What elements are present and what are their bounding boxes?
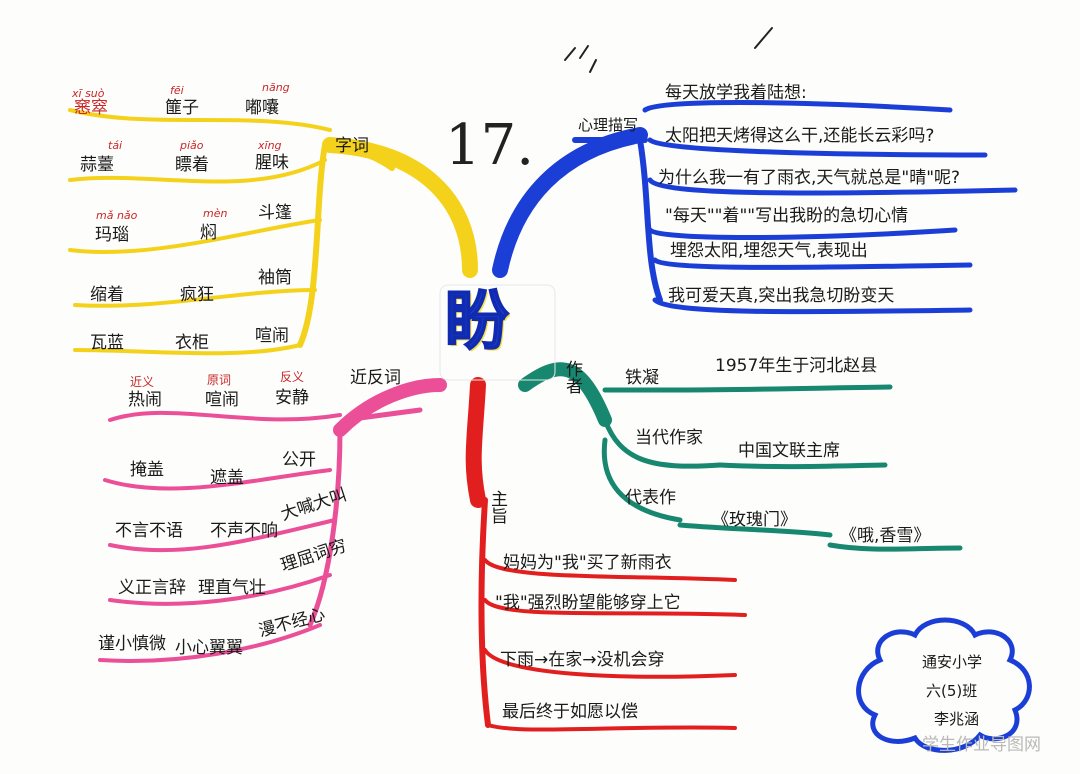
author-role: 中国文联主席 [738,441,840,461]
zici-pinyin: nāng [262,81,290,94]
zici-word: 缩着 [90,285,124,305]
author-name: 铁凝 [625,368,659,388]
zici-word: 焖 [200,223,217,243]
signature-school: 通安小学 [922,653,983,671]
jinfan-header: 近义 [130,375,155,389]
zhuzhi-line: 妈妈为"我"买了新雨衣 [503,553,672,573]
zici-pinyin: xī suò [72,87,105,100]
jinfan-word: 掩盖 [130,460,164,480]
jinfan-word: 不言不语 [115,521,183,541]
zici-word: 瞟着 [175,155,209,175]
zici-word: 篚子 [165,98,199,118]
xinli-line: 太阳把天烤得这么干,还能长云彩吗? [665,126,935,146]
zhuzhi-line: 最后终于如愿以偿 [502,702,638,722]
branch-yellow [68,108,478,356]
zici-word: 玛瑙 [95,225,129,245]
jinfan-word: 安静 [275,388,309,408]
zhuzhi-line: 下雨→在家→没机会穿 [500,650,665,670]
jinfan-label: 近反词 [350,368,401,388]
signature-cloud [856,617,1032,753]
decor-ticks [564,27,773,73]
zici-pinyin: tái [108,139,123,152]
zici-word: 喧闹 [255,326,289,346]
zici-pinyin: fēi [170,84,184,97]
jinfan-word: 喧闹 [205,390,239,410]
jinfan-header: 原词 [207,373,232,387]
center-title: 盼 [444,285,510,359]
jinfan-header: 反义 [280,370,305,384]
zici-pinyin: mǎ nǎo [96,209,138,222]
zici-word: 蒜薹 [80,155,114,175]
signature-name: 李兆涵 [934,710,980,728]
zici-word: 疯狂 [180,285,214,305]
zici-word: 衣柜 [175,333,209,353]
zhuzhi-line: "我"强烈盼望能够穿上它 [495,593,681,613]
xinli-line: "每天""着""写出我盼的急切心情 [665,206,909,226]
author-role-label: 当代作家 [635,428,703,448]
xinli-line: 埋怨太阳,埋怨天气,表现出 [670,241,868,261]
jinfan-word: 热闹 [128,390,162,410]
jinfan-word: 不声不响 [210,521,278,541]
zhuzhi-label: 主旨 [487,490,507,524]
zici-word: 腥味 [255,153,289,173]
zici-word: 嘟囔 [245,98,279,118]
lesson-number: 17. [445,113,535,178]
xinli-label: 心理描写 [578,116,639,134]
xinli-line: 我可爱天真,突出我急切盼变天 [668,286,895,306]
jinfan-word: 遮盖 [210,468,244,488]
work-title: 《玫瑰门》 [712,510,797,530]
branch-green [518,362,963,552]
watermark: 学生作业导图网 [922,735,1041,755]
zici-word: 斗篷 [258,203,292,223]
jinfan-word: 义正言辞 [118,578,186,598]
zici-pinyin: mèn [203,207,228,220]
zici-word: 瓦蓝 [90,333,124,353]
zuozhe-label: 作者 [562,360,582,394]
signature-class: 六(5)班 [926,682,978,700]
center-frame [439,284,556,381]
zici-word: 窸窣 [74,98,108,118]
jinfan-word: 公开 [282,450,316,470]
branch-pink [98,378,447,663]
jinfan-word: 小心翼翼 [175,638,243,658]
jinfan-word: 谨小慎微 [98,634,166,654]
zici-word: 袖筒 [258,268,292,288]
zici-pinyin: piǎo [180,139,204,152]
author-born: 1957年生于河北赵县 [715,356,878,376]
xinli-line: 每天放学我着陆想: [665,83,807,103]
zici-label: 字词 [335,136,369,156]
branch-blue [492,100,1018,315]
jinfan-word: 理直气壮 [198,578,266,598]
branch-red [465,377,747,732]
work-title: 《哦,香雪》 [840,526,931,546]
zici-pinyin: xīng [258,139,282,152]
xinli-line: 为什么我一有了雨衣,天气就总是"晴"呢? [658,168,961,188]
works-label: 代表作 [625,488,676,508]
